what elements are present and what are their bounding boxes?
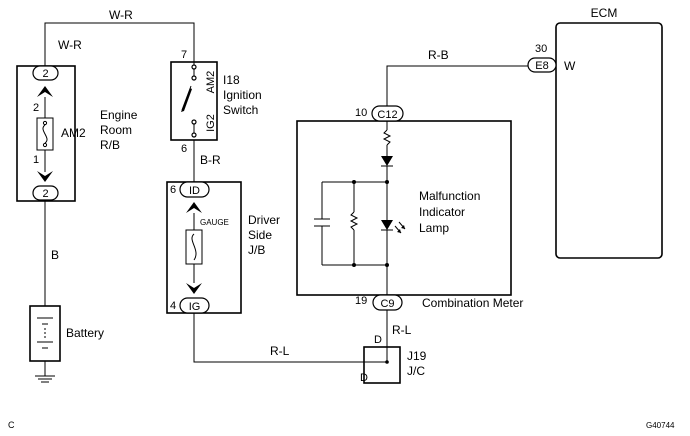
driver-side-jb-label-1: Driver [248,213,280,227]
driver-side-jb-label-2: Side [248,228,272,242]
battery-label: Battery [66,326,104,340]
light-ray-head-1 [397,229,401,233]
ignition-switch-code: I18 [223,73,240,87]
ignition-switch-terminal-bottom [191,132,197,138]
combination-meter-top-connector-label: C12 [377,109,397,121]
ignition-switch-terminal-top [191,64,197,70]
ignition-switch-label-2: Switch [223,103,258,117]
engine-room-rb: 2 2 AM2 1 2 Engine Room R/B [16,65,138,202]
jc-code: J19 [407,349,427,363]
jc-pin-bottom: D [360,372,368,384]
combination-meter-top-pin: 10 [355,107,367,119]
switch-lever-tip [181,88,192,112]
wire-label-ig2-out: B-R [200,153,221,167]
gauge-fuse-label: GAUGE [200,218,229,227]
ignition-switch-pin-bottom: 6 [181,143,187,155]
led-lamp-icon [381,220,393,230]
wire-jb-to-jc-r-l [193,313,364,363]
driver-side-jb-label-3: J/B [248,243,265,257]
driver-side-jb: 6 ID GAUGE 4 IG Driver Side J/B [166,181,280,314]
wire-ecm-r-b [386,65,540,121]
light-ray-head-2 [401,225,405,229]
ignition-switch-am2-contact-label: AM2 [205,71,217,94]
am2-fuse-terminal-top [42,120,48,126]
engine-room-rb-bottom-connector-label: 2 [42,188,48,200]
combination-meter-box [296,120,512,296]
mil-label-2: Indicator [419,205,465,219]
meter-node-2 [385,180,389,184]
diode-icon [381,156,393,166]
combination-meter-bottom-connector-label: C9 [380,298,394,310]
driver-side-jb-box [166,181,242,314]
ignition-switch-contact-bottom [191,119,197,125]
mil-label-1: Malfunction [419,189,480,203]
wire-label-battery: B [51,248,59,262]
engine-room-rb-label-2: Room [100,123,132,137]
wire-top-w-r [44,22,195,66]
jc-pin-top: D [374,334,382,346]
combination-meter-bottom-pin: 19 [355,295,367,307]
wire-label-jc-in: R-L [270,344,290,358]
wires [44,22,540,363]
engine-room-rb-top-connector-label: 2 [42,68,48,80]
mil-label-3: Lamp [419,221,449,235]
corner-mark-left: C [8,420,15,430]
ecm-pin: 30 [535,43,547,55]
ecm-connector-label: E8 [535,60,548,72]
wire-label-top: W-R [109,8,133,22]
ignition-switch-ig2-contact-label: IG2 [205,114,217,132]
gauge-fuse-body [185,229,203,265]
engine-room-rb-label-3: R/B [100,138,120,152]
connector-up-arrow-icon [186,202,202,213]
driver-side-jb-top-connector-label: ID [189,185,200,197]
driver-side-jb-bottom-connector [179,297,210,314]
am2-fuse-label: AM2 [61,126,86,140]
ecm-connector [527,57,557,73]
connector-down-arrow-icon [37,171,53,182]
resistor-icon [349,211,359,231]
fuse-element-icon [42,124,48,144]
ignition-switch: 7 AM2 IG2 6 I18 Ignition Switch [170,49,262,155]
ecm: ECM 30 E8 W [527,6,663,259]
ecm-label: ECM [591,6,618,20]
fuse-element-icon [191,233,197,261]
driver-side-jb-top-connector [179,181,210,198]
driver-side-jb-bottom-pin: 4 [170,300,176,312]
am2-pin-top: 2 [33,102,39,114]
wire-label-meter-to-jc: R-L [392,323,412,337]
jc-box [363,346,401,384]
engine-room-rb-top-connector [32,65,59,81]
ground-icon [35,375,55,383]
connector-down-arrow-icon [186,283,202,294]
combination-meter: 10 C12 Malfunction Indicator Lam [296,105,523,311]
combination-meter-bottom-connector [372,294,403,311]
connector-up-arrow-icon [37,86,53,97]
wire-label-ecm: R-B [428,48,449,62]
ignition-switch-pin-top: 7 [181,49,187,61]
ignition-switch-box [170,61,218,141]
am2-fuse-terminal-bottom [42,142,48,148]
ecm-terminal-label: W [564,59,576,73]
jc-node [385,360,389,364]
am2-pin-bottom: 1 [33,154,39,166]
ignition-switch-contact-top [191,75,197,81]
engine-room-rb-label-1: Engine [100,108,138,122]
wire-label-am2-top: W-R [58,38,82,52]
figure-code: G40744 [646,421,675,430]
ecm-box [555,22,663,259]
engine-room-rb-bottom-connector [32,185,59,201]
combination-meter-label: Combination Meter [422,296,523,310]
jc-label: J/C [407,364,425,378]
ignition-switch-label-1: Ignition [223,88,262,102]
resistor-icon [382,129,392,146]
battery-cell-icon [37,317,53,349]
driver-side-jb-top-pin: 6 [170,184,176,196]
junction-connector-j19: D D J19 J/C [360,334,427,384]
driver-side-jb-bottom-connector-label: IG [189,301,201,313]
battery: Battery [29,305,104,383]
